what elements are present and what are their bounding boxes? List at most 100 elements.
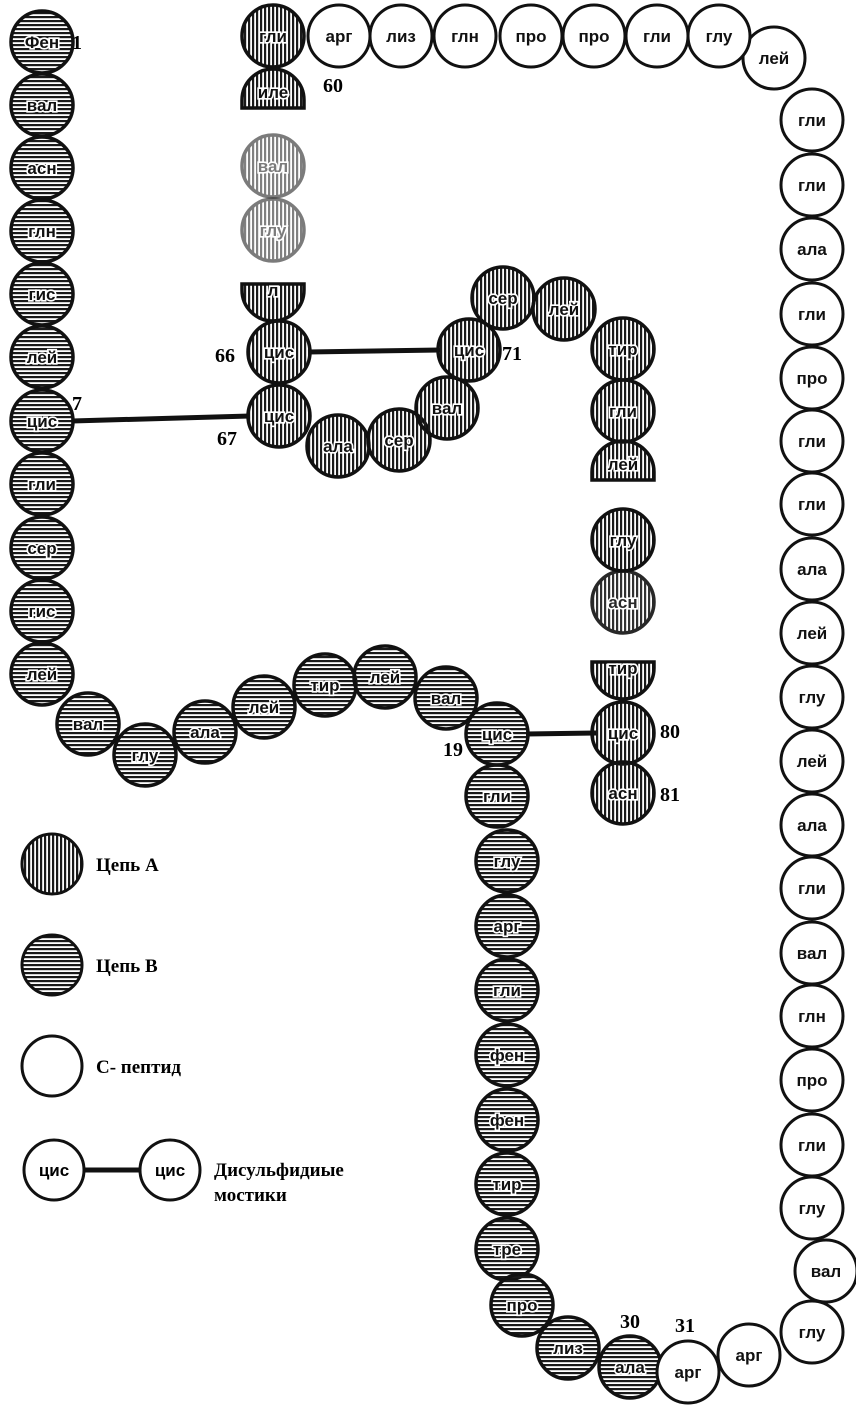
- residue-31: арг: [655, 1339, 721, 1405]
- residue-label: гис: [29, 285, 56, 304]
- residue-label: лей: [27, 348, 57, 367]
- residue-circle: [779, 281, 845, 347]
- residue-label: про: [515, 27, 546, 46]
- residue-label: вал: [432, 399, 462, 418]
- disulfide-bridge-19-80: [525, 730, 597, 737]
- residue-label: гли: [798, 1136, 826, 1155]
- residue-label: арг: [736, 1346, 763, 1365]
- residue-label: асн: [608, 593, 637, 612]
- residue-20: гли: [464, 763, 530, 829]
- residue-label: тир: [608, 340, 637, 359]
- residue-label: вал: [797, 944, 827, 963]
- residue-label: глу: [610, 531, 637, 550]
- residue-circle: [432, 3, 498, 69]
- residue-11: лей: [9, 641, 75, 707]
- residue-52: гли: [779, 87, 845, 153]
- residue-55: гли: [624, 3, 690, 69]
- residue-51: гли: [779, 152, 845, 218]
- residue-78: асн: [590, 569, 656, 635]
- residue-label: глу: [799, 688, 826, 707]
- residue-circle: [590, 439, 656, 482]
- position-number: 31: [675, 1315, 695, 1337]
- residue-circle: [474, 893, 540, 959]
- residue-81: асн: [590, 760, 656, 826]
- residue-circle: [112, 722, 178, 788]
- residue-label: лей: [797, 624, 827, 643]
- residue-label: асн: [27, 159, 56, 178]
- residue-circle: [590, 569, 656, 635]
- position-number: 19: [443, 739, 463, 761]
- residue-8: гли: [9, 451, 75, 517]
- residue-32: арг: [716, 1322, 782, 1388]
- residue-label: глн: [451, 27, 479, 46]
- residue-59: лиз: [368, 3, 434, 69]
- residue-circle: [498, 3, 564, 69]
- residue-38: глн: [779, 983, 845, 1049]
- legend-label-chain-a: Цепь А: [96, 855, 159, 876]
- residue-30: ала: [597, 1334, 663, 1400]
- residue-circle: [464, 763, 530, 829]
- residue-circle: [779, 600, 845, 666]
- residue-circle: [240, 133, 306, 199]
- residue-label: тре: [493, 1240, 521, 1259]
- residue-circle: [779, 1112, 845, 1178]
- residue-circle: [436, 317, 502, 383]
- residue-label: тир: [310, 676, 339, 695]
- residue-19: цис: [464, 701, 530, 767]
- residue-label: про: [796, 1071, 827, 1090]
- residue-circle: [413, 665, 479, 731]
- residue-label: гли: [798, 432, 826, 451]
- residue-circle: [779, 87, 845, 153]
- position-number: 60: [323, 75, 343, 97]
- residue-label: лей: [608, 455, 638, 474]
- residue-label: глу: [799, 1323, 826, 1342]
- position-number: 67: [217, 428, 237, 450]
- residue-label: глу: [706, 27, 733, 46]
- residue-27: тре: [474, 1216, 540, 1282]
- residue-label: лей: [759, 49, 789, 68]
- residue-label: про: [796, 369, 827, 388]
- residue-33: глу: [779, 1299, 845, 1365]
- residue-circle: [352, 644, 418, 710]
- residue-75: гли: [590, 378, 656, 444]
- residue-circle: [779, 536, 845, 602]
- residue-label: про: [506, 1296, 537, 1315]
- residue-circle: [655, 1339, 721, 1405]
- residue-5: гис: [9, 261, 75, 327]
- residue-circle: [793, 1238, 856, 1304]
- residue-label: асн: [608, 784, 637, 803]
- residue-21: глу: [474, 828, 540, 894]
- residue-14: ала: [172, 699, 238, 765]
- residue-label: вал: [431, 689, 461, 708]
- residue-label: арг: [326, 27, 353, 46]
- residue-62: иле: [240, 67, 306, 110]
- legend-label-bridges: Дисульфидиые: [214, 1160, 344, 1181]
- residue-3: асн: [9, 135, 75, 201]
- residue-label: цис: [264, 343, 294, 362]
- residue-4: глн: [9, 198, 75, 264]
- residue-circle: [246, 383, 312, 449]
- disulfide-bridge-7-67: [71, 413, 251, 424]
- disulfide-bridges: [71, 347, 597, 737]
- residue-label: глу: [132, 746, 159, 765]
- residue-circle: [240, 197, 306, 263]
- position-number: 1: [72, 32, 82, 54]
- residue-label: гли: [483, 787, 511, 806]
- residue-65: л: [240, 279, 306, 323]
- residue-label: иле: [258, 83, 288, 102]
- residue-47: гли: [779, 408, 845, 474]
- residue-label: гли: [798, 111, 826, 130]
- residue-16: тир: [292, 652, 358, 718]
- residue-circle: [489, 1272, 555, 1338]
- residue-circle: [535, 1315, 601, 1381]
- residue-66: цис: [246, 319, 312, 385]
- residue-46: гли: [779, 471, 845, 537]
- residue-12: вал: [55, 691, 121, 757]
- residue-45: ала: [779, 536, 845, 602]
- residue-2: вал: [9, 72, 75, 138]
- residue-17: лей: [352, 644, 418, 710]
- residue-50: ала: [779, 216, 845, 282]
- residue-label: ала: [190, 723, 220, 742]
- residue-label: ала: [797, 560, 827, 579]
